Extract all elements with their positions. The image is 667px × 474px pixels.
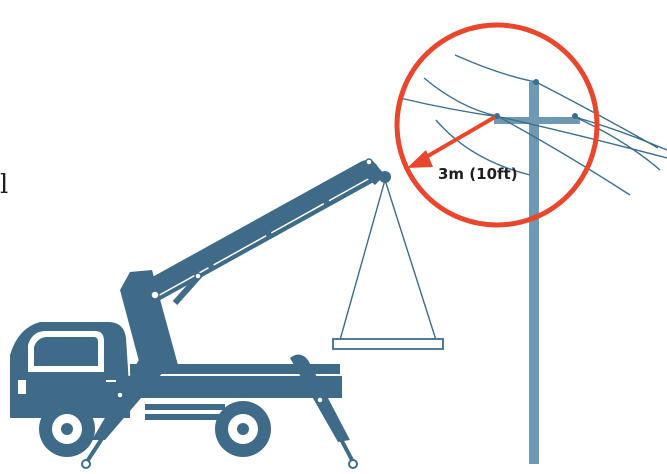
hazard-zone-circle: [394, 22, 600, 228]
suspended-load: [332, 179, 444, 350]
distance-arrow: [407, 115, 497, 168]
truck-wheels: [39, 401, 271, 457]
boom-turret: [120, 270, 178, 365]
outriggers: [81, 354, 358, 469]
truck: [10, 322, 342, 420]
power-lines: [399, 54, 667, 196]
crane-boom: [138, 158, 391, 305]
insulators: [494, 79, 578, 119]
utility-pole: [494, 82, 580, 464]
distance-label: 3m (10ft): [438, 165, 518, 183]
edge-glyph: l: [0, 170, 9, 200]
